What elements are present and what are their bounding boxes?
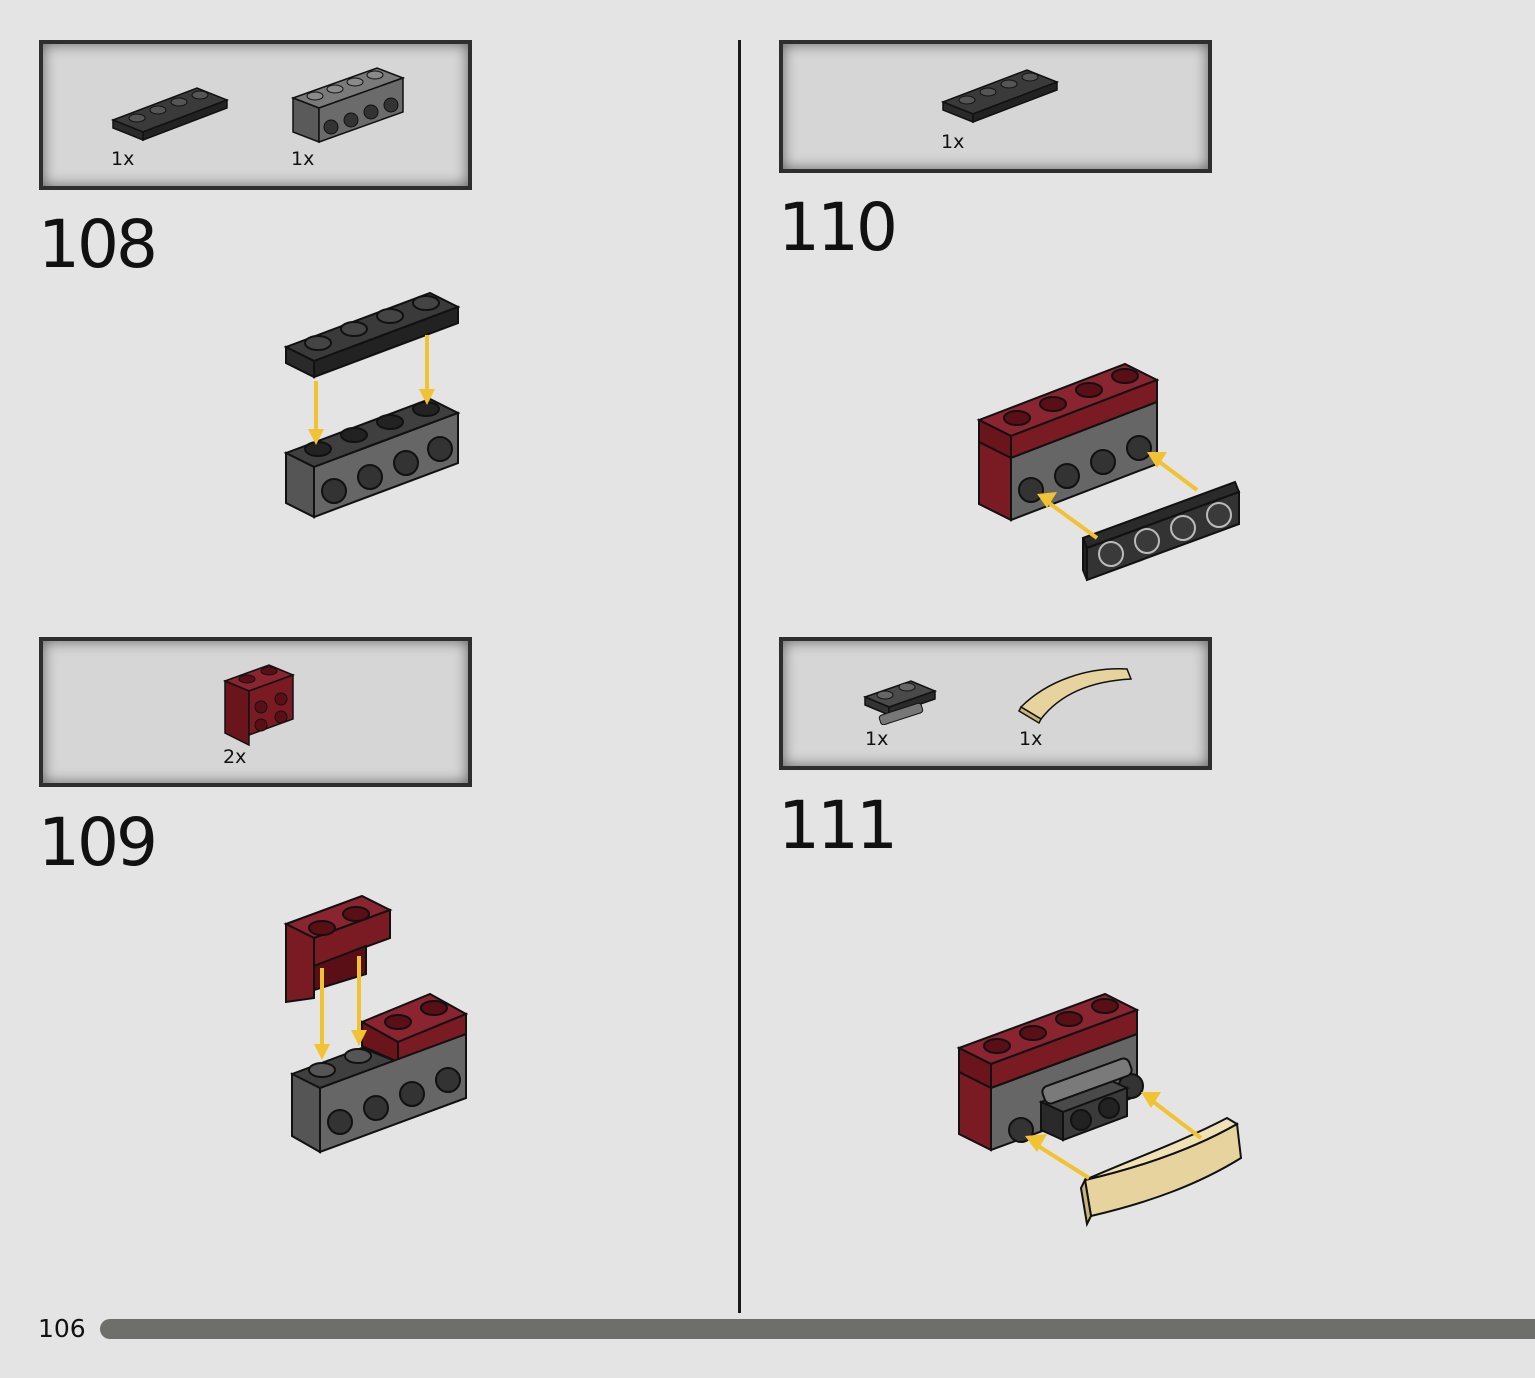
step-109-assembly-illustration — [283, 894, 469, 1154]
step-108-assembly-illustration — [283, 291, 461, 519]
step-number: 111 — [778, 787, 898, 864]
part-quantity: 1x — [291, 148, 315, 170]
step-number: 110 — [778, 189, 898, 266]
tan-curved-slope-icon — [1018, 668, 1133, 725]
step-110-assembly-illustration — [976, 362, 1241, 582]
dark-red-bracket-icon — [222, 664, 296, 747]
step-number: 108 — [38, 206, 158, 283]
step-110-parts-box: 1x — [779, 40, 1212, 173]
progress-bar — [100, 1319, 1535, 1339]
gray-brick-1x4-studs-on-side-icon — [290, 67, 406, 144]
column-divider — [738, 40, 741, 1313]
part-quantity: 1x — [865, 728, 889, 750]
step-111-assembly-illustration — [956, 992, 1243, 1228]
part-quantity: 1x — [941, 131, 965, 153]
page-number: 106 — [38, 1314, 86, 1343]
part-quantity: 1x — [1019, 728, 1043, 750]
step-111-parts-box: 1x 1x — [779, 637, 1212, 770]
step-109-parts-box: 2x — [39, 637, 472, 787]
step-108-parts-box: 1x 1x — [39, 40, 472, 190]
gray-clip-plate-icon — [862, 680, 938, 725]
dark-gray-plate-1x4-icon — [940, 69, 1059, 124]
part-quantity: 2x — [223, 746, 247, 768]
part-quantity: 1x — [111, 148, 135, 170]
step-number: 109 — [38, 804, 158, 881]
dark-gray-plate-1x4-icon — [110, 87, 229, 142]
